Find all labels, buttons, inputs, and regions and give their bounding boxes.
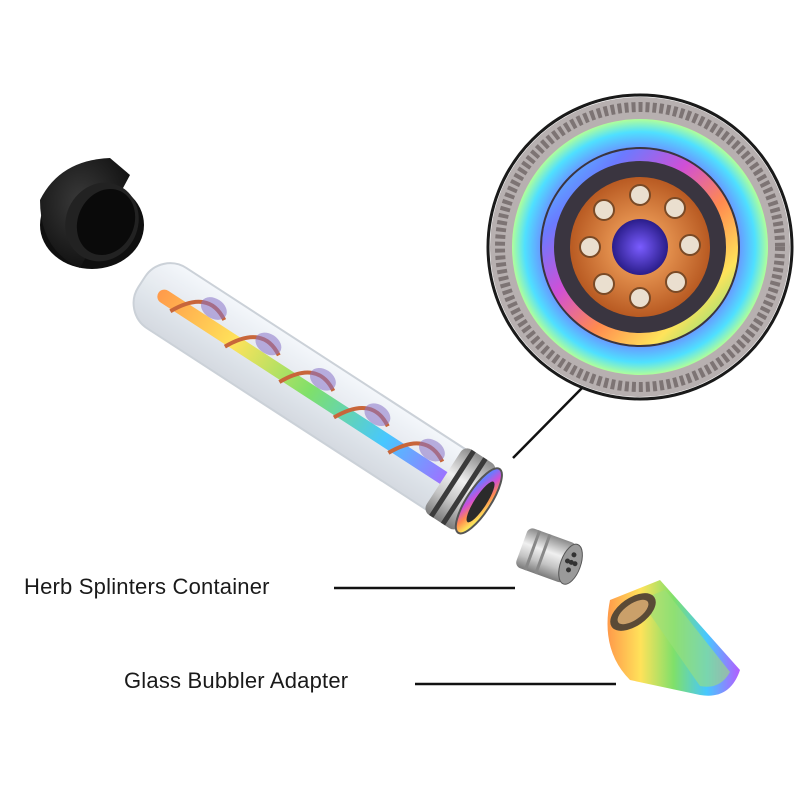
glass-tube-with-spiral	[132, 262, 503, 535]
glass-bubbler-label: Glass Bubbler Adapter	[124, 668, 349, 693]
herb-splinters-container	[516, 528, 583, 585]
magnifier-leader-line	[512, 387, 583, 459]
black-cap	[40, 158, 144, 269]
herb-splinters-label: Herb Splinters Container	[24, 574, 270, 599]
glass-bubbler-adapter	[607, 580, 740, 696]
magnified-end-view	[486, 93, 794, 401]
